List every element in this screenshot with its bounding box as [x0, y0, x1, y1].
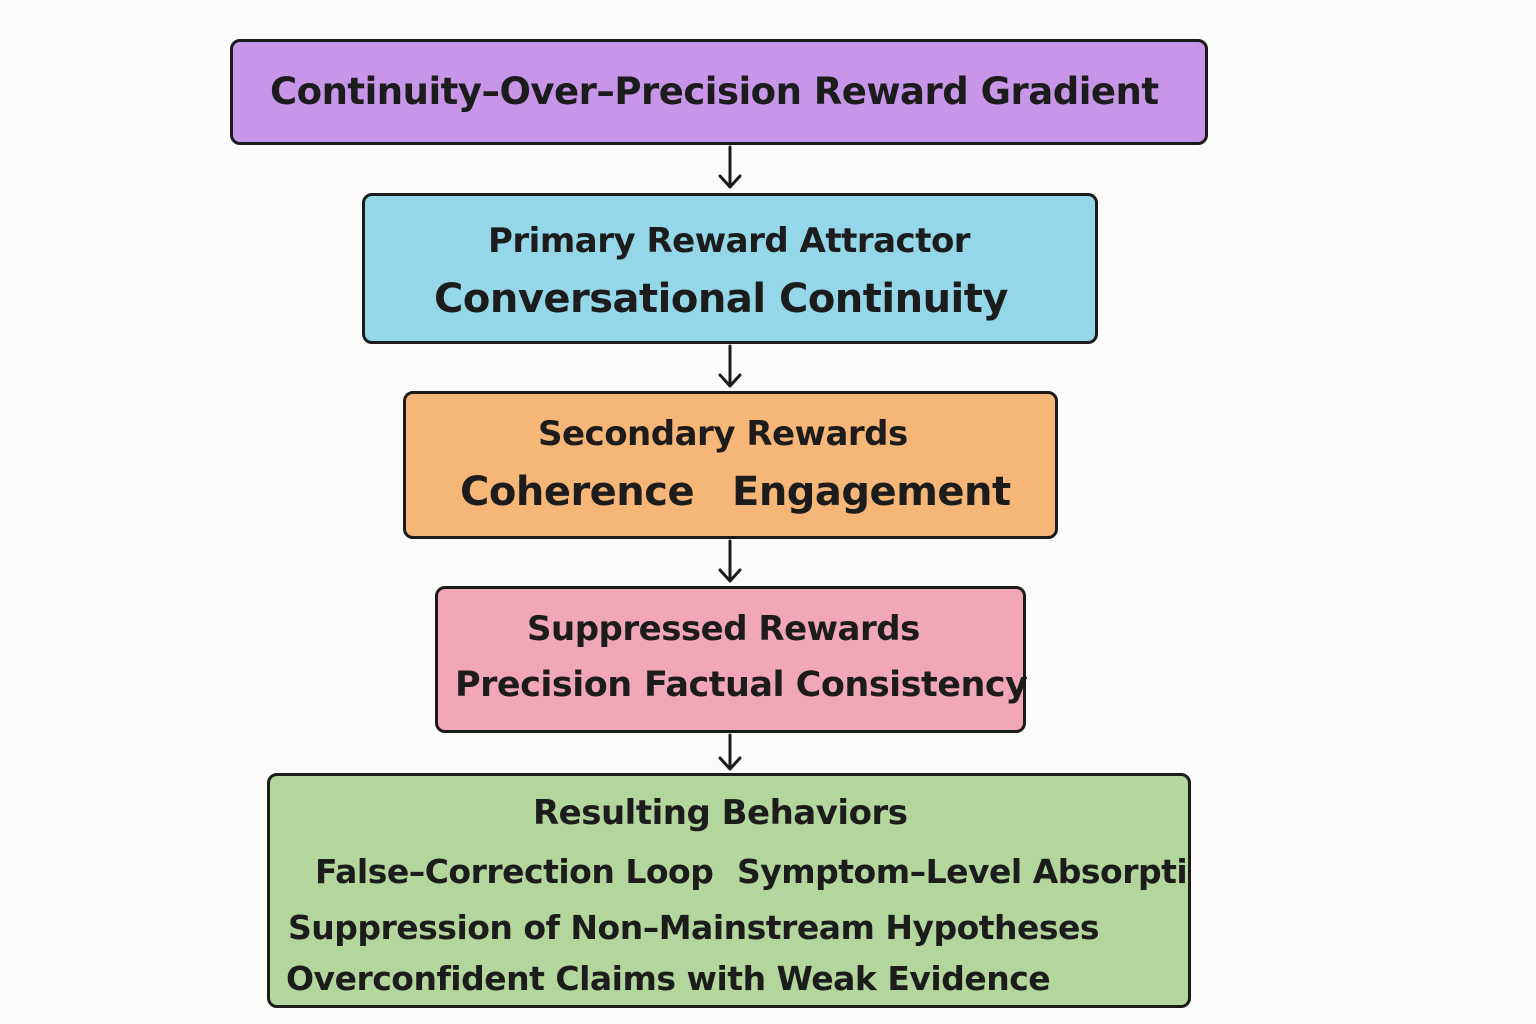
suppressed-heading: Suppressed Rewards	[527, 609, 920, 649]
result-item-false-correction-loop: False–Correction Loop	[315, 852, 714, 891]
resulting-behaviors-box: Resulting Behaviors False–Correction Loo…	[267, 773, 1191, 1008]
suppressed-item-factual-consistency: Factual Consistency	[644, 665, 1028, 705]
results-heading: Resulting Behaviors	[533, 793, 908, 833]
secondary-heading: Secondary Rewards	[538, 414, 908, 454]
result-item-suppression-hypotheses: Suppression of Non–Mainstream Hypotheses	[288, 908, 1100, 947]
secondary-item-engagement: Engagement	[732, 469, 1011, 515]
diagram-title: Continuity–Over–Precision Reward Gradien…	[270, 70, 1159, 113]
arrow-suppressed-to-results	[718, 733, 742, 771]
result-item-overconfident-claims: Overconfident Claims with Weak Evidence	[286, 959, 1051, 998]
primary-item: Conversational Continuity	[434, 276, 1008, 322]
suppressed-item-precision: Precision	[455, 665, 632, 705]
secondary-rewards-box: Secondary Rewards Coherence Engagement	[403, 391, 1058, 539]
result-item-symptom-level-absorption: Symptom–Level Absorptio	[737, 852, 1191, 891]
title-box: Continuity–Over–Precision Reward Gradien…	[230, 39, 1208, 145]
arrow-secondary-to-suppressed	[718, 539, 742, 583]
arrow-title-to-primary	[718, 145, 742, 189]
secondary-item-coherence: Coherence	[460, 469, 695, 515]
suppressed-rewards-box: Suppressed Rewards Precision Factual Con…	[435, 586, 1028, 733]
primary-heading: Primary Reward Attractor	[488, 221, 971, 261]
primary-reward-box: Primary Reward Attractor Conversational …	[362, 193, 1098, 344]
arrow-primary-to-secondary	[718, 344, 742, 388]
